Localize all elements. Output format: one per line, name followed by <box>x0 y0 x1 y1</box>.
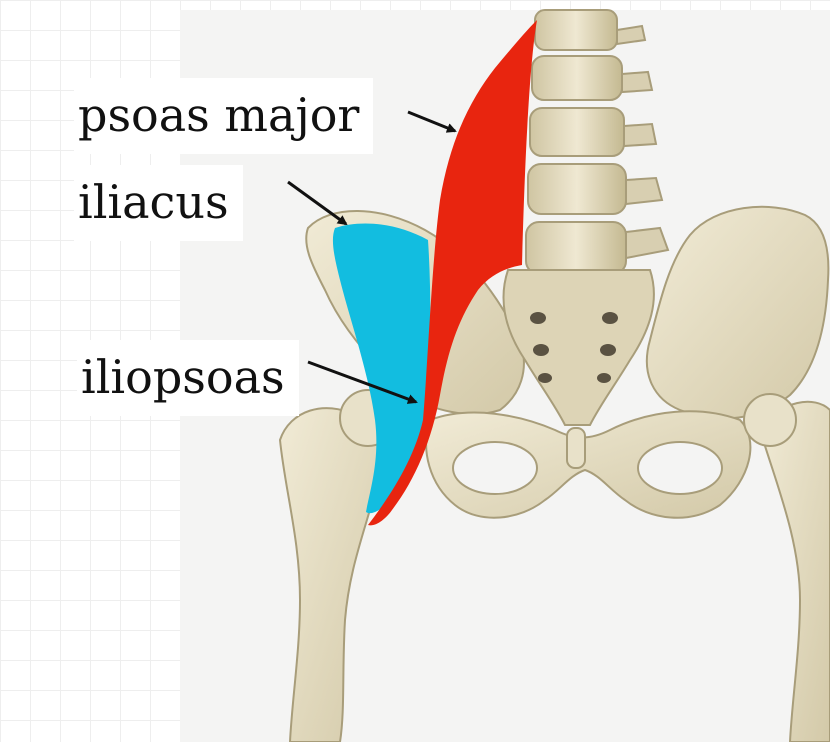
transverse-process <box>626 178 662 204</box>
vertebra <box>526 222 626 274</box>
left-femur <box>280 408 381 742</box>
right-femoral-head <box>744 394 796 446</box>
iliacus-label: iliacus <box>74 165 243 241</box>
vertebra <box>535 10 617 50</box>
transverse-process <box>626 228 668 258</box>
iliacus-arrow <box>288 182 346 224</box>
vertebra <box>530 108 624 156</box>
psoas-major-label: psoas major <box>74 78 373 154</box>
transverse-process <box>624 124 656 146</box>
right-obturator-foramen <box>638 442 722 494</box>
pubic-symphysis <box>567 428 585 468</box>
right-femur <box>760 402 830 742</box>
psoas-major-arrow <box>408 112 455 131</box>
vertebra <box>528 164 626 214</box>
lumbar-spine <box>526 10 668 274</box>
vertebra <box>532 56 622 100</box>
iliopsoas-label: iliopsoas <box>77 340 299 416</box>
sacrum <box>503 270 653 425</box>
transverse-process <box>617 26 645 44</box>
left-obturator-foramen <box>453 442 537 494</box>
transverse-process <box>622 72 652 92</box>
right-ilium <box>647 207 829 419</box>
